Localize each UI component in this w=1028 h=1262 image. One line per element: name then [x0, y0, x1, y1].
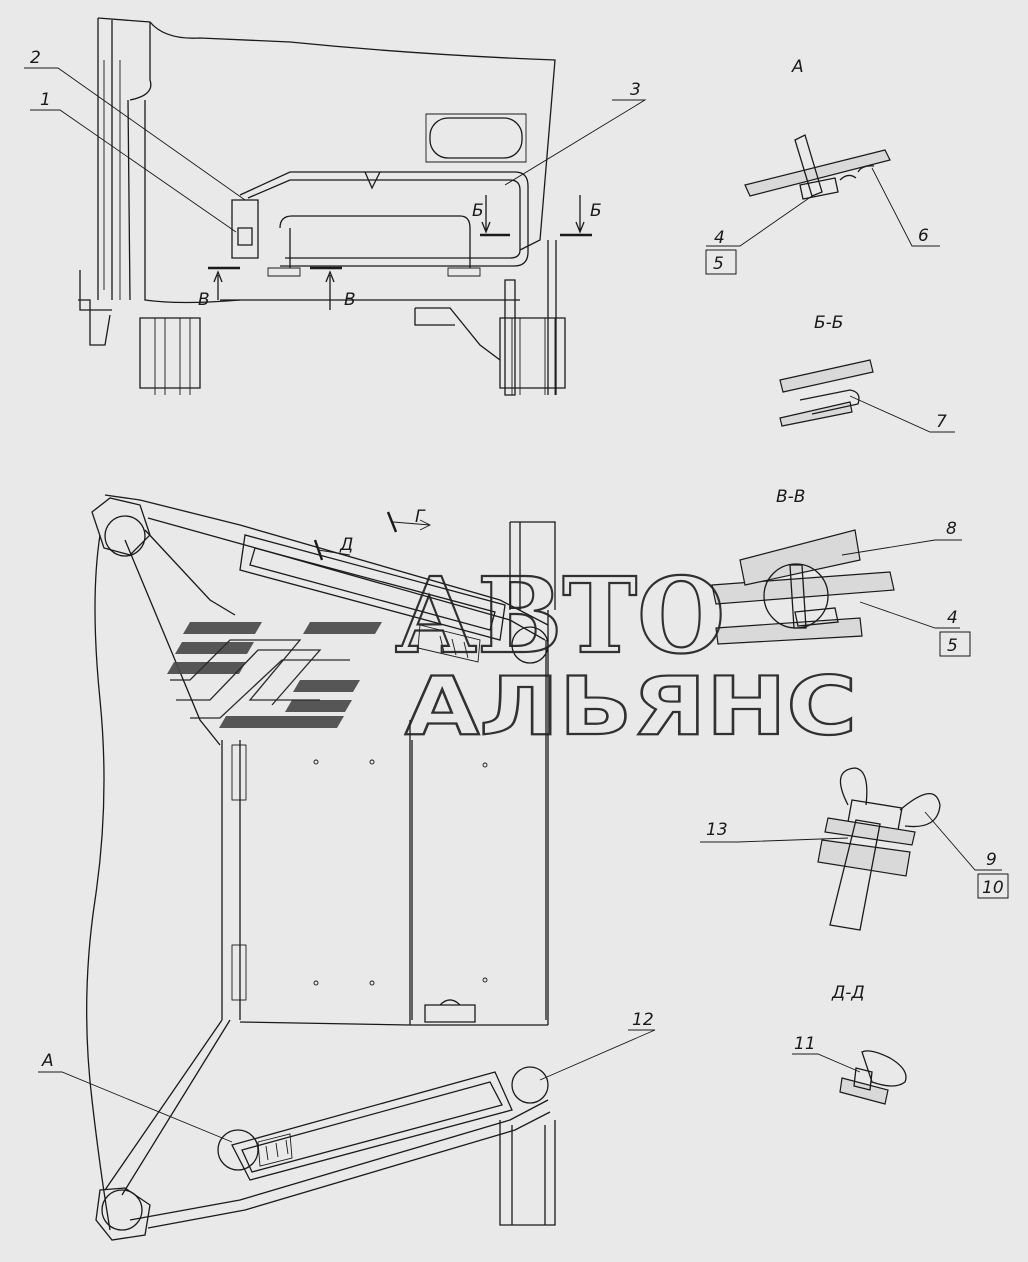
callout-1: 1 [40, 90, 51, 110]
view-title-a: А [791, 57, 804, 77]
section-mark-g: Г [415, 507, 426, 527]
watermark-line2: АЛЬЯНС [405, 660, 857, 753]
view-title-v-v: В-В [776, 487, 805, 507]
section-mark-d: Д [339, 535, 353, 555]
watermark-logo: АВТО АЛЬЯНС [167, 553, 858, 754]
detail-view-d-d [792, 1050, 907, 1105]
section-mark-b-right: Б [590, 201, 602, 221]
callout-6: 6 [918, 226, 929, 246]
logo-emblem [167, 622, 382, 728]
callout-2: 2 [30, 48, 41, 68]
callout-7: 7 [936, 412, 947, 432]
watermark-line1: АВТО [395, 554, 725, 677]
callout-5-a: 5 [713, 254, 724, 274]
callout-12: 12 [632, 1010, 654, 1030]
section-marks: Б Б В В Г Д А [41, 201, 602, 1071]
section-mark-v-left: В [198, 290, 210, 310]
section-mark-v-right: В [344, 290, 356, 310]
detail-view-b-b [779, 359, 955, 433]
detail-view-wing-nut [700, 767, 1009, 931]
callout-10: 10 [982, 878, 1004, 898]
callout-9: 9 [986, 850, 997, 870]
side-view [24, 17, 647, 396]
plan-view [38, 494, 656, 1241]
detail-view-a [705, 134, 940, 275]
detail-view-v-v [711, 529, 971, 657]
view-title-b-b: Б-Б [814, 313, 843, 333]
section-mark-a: А [41, 1051, 54, 1071]
view-titles: А Б-Б В-В Д-Д [776, 57, 865, 1003]
callout-5-v: 5 [947, 636, 958, 656]
callout-4-a: 4 [714, 228, 725, 248]
callout-13: 13 [706, 820, 728, 840]
callout-11: 11 [794, 1034, 816, 1054]
section-mark-b-left: Б [472, 201, 484, 221]
view-title-d-d: Д-Д [831, 983, 865, 1003]
callout-3: 3 [630, 80, 641, 100]
part-callouts: 2 1 3 4 5 6 7 8 4 5 13 9 10 12 11 [30, 48, 1004, 1054]
callout-4-v: 4 [947, 608, 958, 628]
callout-8: 8 [946, 519, 957, 539]
